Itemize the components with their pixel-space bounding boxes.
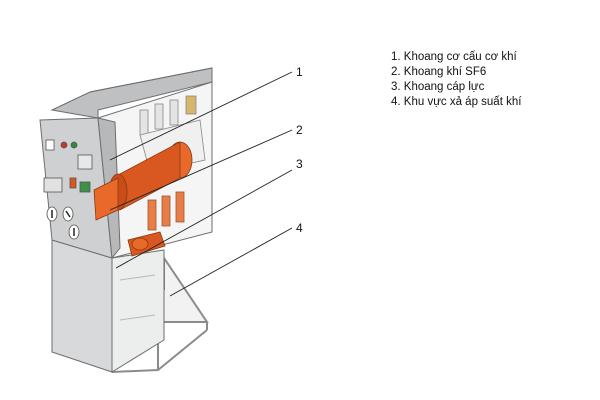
leader-line-3 — [115, 169, 293, 269]
legend: 1. Khoang cơ cấu cơ khí 2. Khoang khí SF… — [391, 50, 521, 110]
legend-item-1: 1. Khoang cơ cấu cơ khí — [391, 51, 517, 63]
callout-number-3: 3 — [296, 157, 303, 171]
leader-line-1 — [109, 71, 293, 161]
callout-number-2: 2 — [296, 123, 303, 137]
front-panel-details — [43, 139, 93, 240]
legend-item-2: 2. Khoang khí SF6 — [391, 66, 487, 78]
callout-number-1: 1 — [296, 65, 303, 79]
sf6-components — [93, 141, 193, 257]
lower-cabinet — [51, 239, 165, 373]
legend-item-3: 3. Khoang cáp lực — [391, 81, 485, 93]
leader-lines — [109, 71, 293, 297]
legend-item-4: 4. Khu vực xả áp suất khí — [391, 96, 522, 108]
leader-line-2 — [109, 129, 293, 211]
leader-line-4 — [169, 227, 293, 297]
callout-number-4: 4 — [296, 221, 303, 235]
